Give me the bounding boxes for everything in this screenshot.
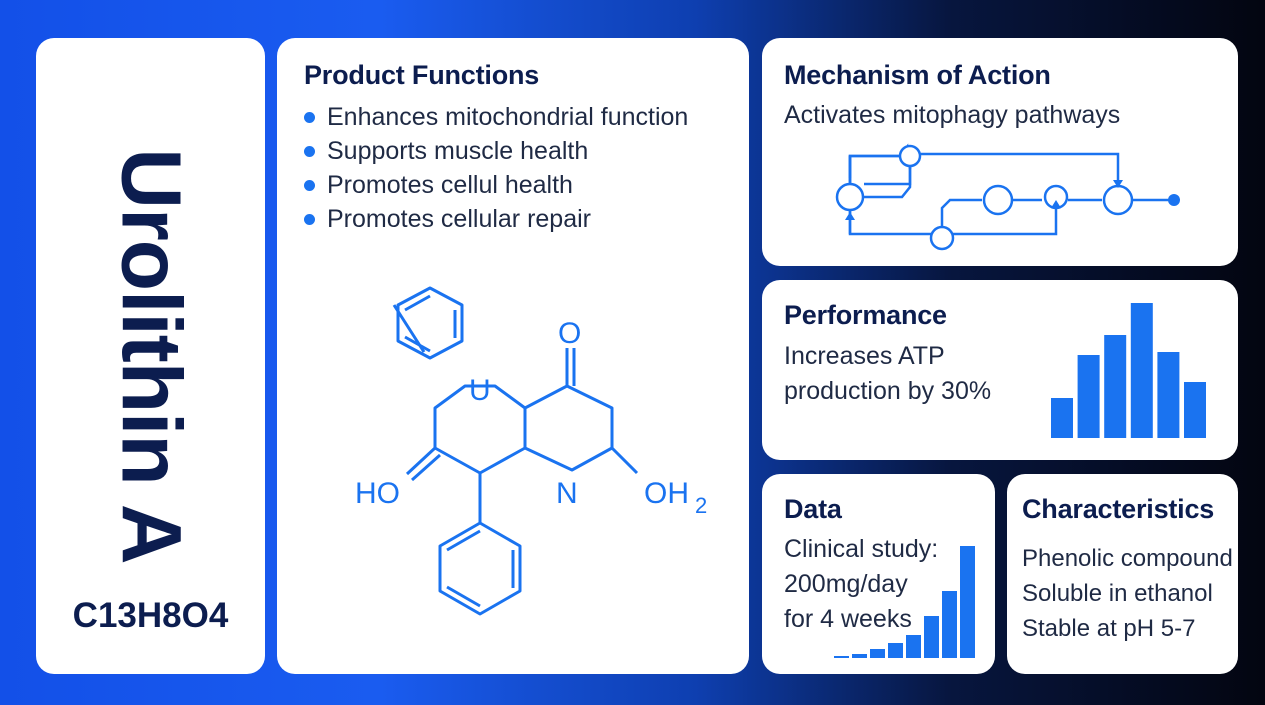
characteristic-line: Stable at pH 5-7 [1022,615,1196,642]
pathway-diagram [835,143,1180,251]
chemical-formula: C13H8O4 [72,596,229,635]
list-item: Supports muscle health [304,134,688,168]
mechanism-text: Activates mitophagy pathways [784,101,1121,129]
characteristics-heading: Characteristics [1022,494,1215,524]
chart-bar [852,654,867,658]
molecule-label-oh: OH [644,477,689,510]
data-line: Clinical study: [784,535,939,563]
mechanism-card: Mechanism of Action Activates mitophagy … [762,38,1238,266]
characteristics-text: Phenolic compound Soluble in ethanol Sta… [1022,541,1233,646]
characteristic-line: Soluble in ethanol [1022,580,1213,607]
performance-card: Performance Increases ATP production by … [762,280,1238,460]
performance-line: production by 30% [784,377,992,405]
chart-bar [870,649,885,658]
data-heading: Data [784,494,842,524]
characteristics-card: Characteristics Phenolic compound Solubl… [1007,474,1238,674]
characteristic-line: Phenolic compound [1022,545,1233,572]
molecule-structure-diagram: O U HO N OH 2 [355,286,707,616]
product-title: Urolithin A [104,148,198,564]
performance-text: Increases ATP production by 30% [784,339,1044,409]
bullet-icon [304,145,315,157]
bullet-icon [304,179,315,191]
data-line: 200mg/day [784,570,908,598]
chart-bar [1184,382,1206,438]
molecule-label-o: O [558,317,581,350]
chart-bar [1157,352,1180,438]
functions-list: Enhances mitochondrial function Supports… [304,100,688,236]
molecule-label-subscript: 2 [695,493,707,518]
performance-heading: Performance [784,300,947,330]
molecule-label-n: N [556,477,578,510]
molecule-label-ho: HO [355,477,400,510]
chart-bar [942,591,957,658]
chart-bar [906,635,921,658]
chart-bar [924,616,939,658]
data-text: Clinical study: 200mg/day for 4 weeks [784,532,938,637]
list-item: Promotes cellular repair [304,202,688,236]
list-item: Promotes cellul health [304,168,688,202]
mechanism-heading: Mechanism of Action [784,60,1051,90]
product-functions-heading: Product Functions [304,60,540,90]
bullet-icon [304,213,315,225]
data-line: for 4 weeks [784,605,912,633]
performance-bar-chart [1051,303,1206,438]
chart-bar [960,546,975,658]
chart-bar [1130,303,1153,438]
chart-bar [1104,335,1127,438]
performance-line: Increases ATP [784,342,945,370]
list-item: Enhances mitochondrial function [304,100,688,134]
chart-bar [888,643,903,658]
data-card: Data Clinical study: 200mg/day for 4 wee… [762,474,995,674]
product-functions-card: Product Functions Enhances mitochondrial… [277,38,749,674]
chart-bar [1077,355,1100,438]
title-card: Urolithin A C13H8O4 [36,38,265,674]
chart-bar [1051,398,1073,438]
bullet-icon [304,111,315,123]
chart-bar [834,656,849,658]
data-bar-chart [834,546,975,658]
molecule-label-u: U [469,374,491,407]
